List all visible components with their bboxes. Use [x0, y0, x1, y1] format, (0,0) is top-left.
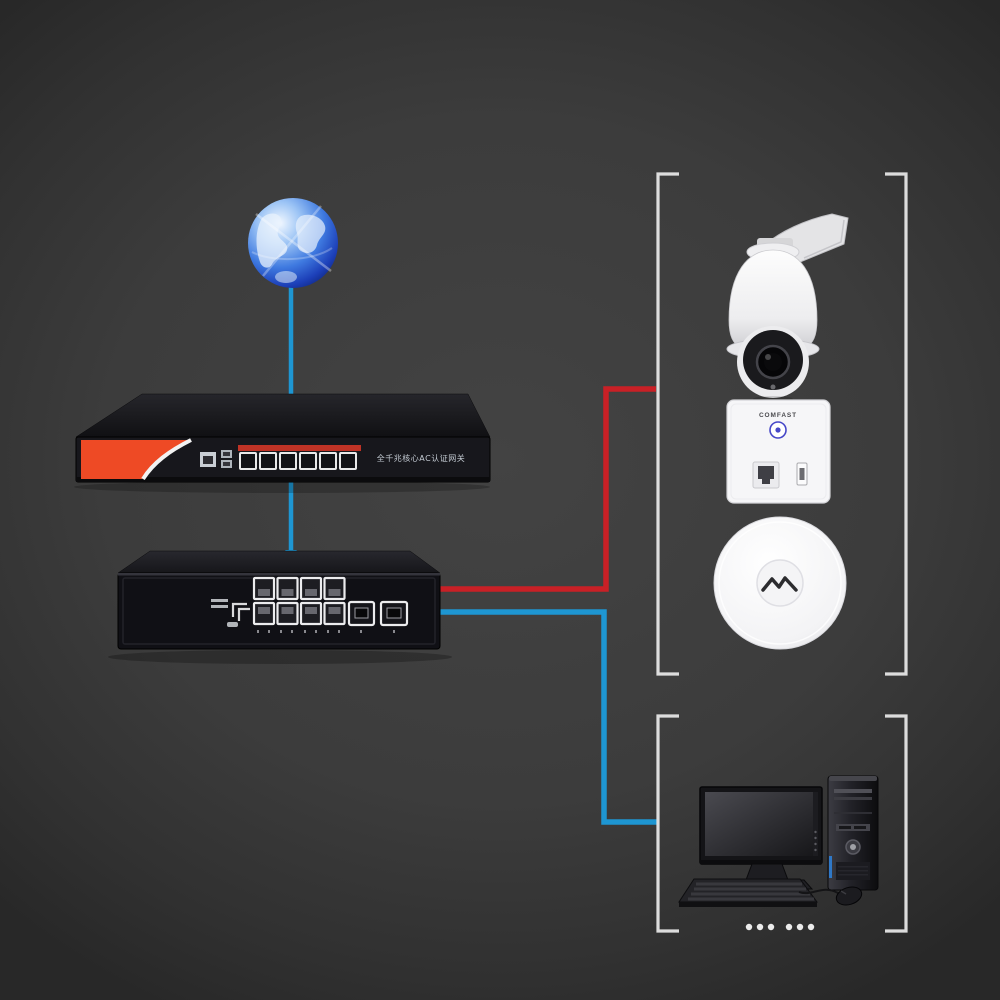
pc-keyboard — [678, 878, 818, 907]
switch-brand-logo — [231, 602, 250, 621]
ptz-dome-camera-icon — [726, 213, 849, 402]
switch-led-legend — [211, 599, 238, 627]
lan-group-bracket — [656, 714, 908, 933]
poe-group-bracket — [656, 172, 908, 676]
gateway-port-strip — [238, 445, 361, 451]
gateway-swoosh — [141, 438, 192, 481]
gateway-orange-panel — [81, 440, 189, 479]
bracket-right — [885, 172, 908, 676]
link-switch-to-lan-group — [438, 609, 657, 825]
wall-ap-rj45-jack — [752, 461, 780, 489]
gateway-console-port — [200, 452, 216, 467]
gateway-top-panel — [75, 393, 491, 438]
ceiling-ap-logo — [761, 576, 798, 592]
pc-led-strip — [829, 856, 832, 878]
bracket-left — [656, 172, 679, 676]
pc-mouse — [798, 886, 863, 906]
camera-indicator-dot — [770, 384, 776, 390]
gateway-usb-ports — [221, 450, 232, 468]
in-wall-ap-icon: COMFAST — [726, 399, 831, 504]
mouse-cable — [798, 888, 839, 895]
gateway-lan-ports — [239, 452, 357, 470]
bracket-right — [885, 714, 908, 933]
bracket-left — [656, 714, 679, 933]
switch-uplink-ports — [347, 600, 409, 627]
more-devices-ellipsis — [745, 923, 815, 931]
ceiling-ap-icon — [713, 516, 847, 650]
monitor-screen — [705, 792, 813, 856]
link-internet-to-gateway — [285, 286, 297, 401]
desktop-computer-icon — [678, 775, 879, 907]
switch-top-panel — [117, 550, 441, 574]
wall-ap-usb-port — [796, 462, 808, 486]
switch-port-numbers — [257, 630, 395, 633]
globe-icon — [248, 198, 338, 288]
gateway-label: 全千兆核心AC认证网关 — [377, 453, 465, 463]
camera-lens — [764, 353, 782, 371]
wall-ap-logo-button — [769, 421, 787, 439]
wall-ap-brand: COMFAST — [759, 412, 797, 419]
ac-gateway-icon: 全千兆核心AC认证网关 — [74, 393, 491, 493]
switch-poe-port-contacts — [258, 589, 341, 614]
monitor-stand-neck — [745, 863, 789, 881]
pc-monitor — [699, 786, 823, 890]
poe-switch-icon — [108, 550, 452, 664]
pc-tower — [827, 775, 879, 891]
link-switch-to-poe-group — [438, 386, 656, 592]
